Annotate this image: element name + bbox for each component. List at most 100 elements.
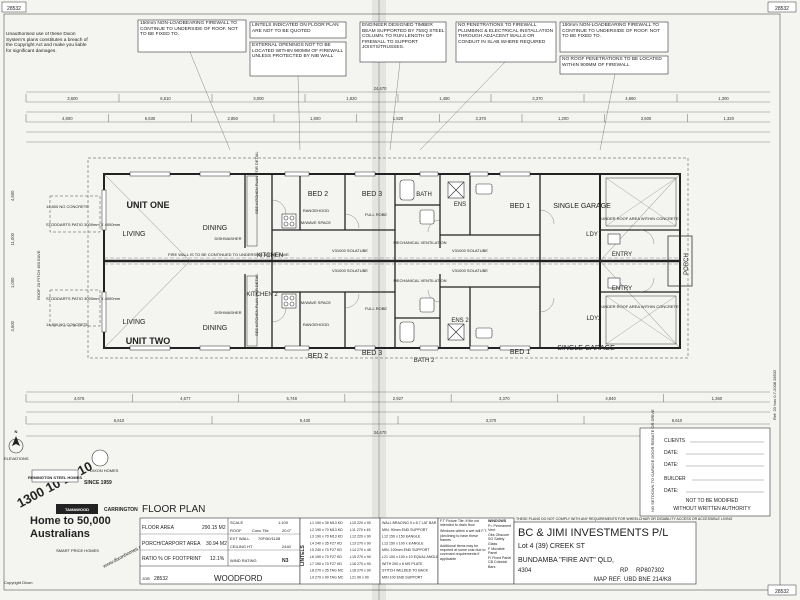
label-living-1: LIVING [123,231,146,238]
lintel-row: L16 270 x 90 [350,562,371,566]
note-beam: ENGINEER DESIGNED TIMBER BEAM SUPPORTED … [362,23,445,50]
label-living-2: LIVING [123,319,146,326]
job-tag-top-left [1,1,27,13]
north-arrow-icon [12,436,20,446]
label-kitchen-2: KITCHEN 2 [246,292,278,298]
top-dimension-detail: 1,820 [393,116,404,121]
patio-bottom [49,289,101,327]
wall-note-row: WALL BRACING 9 x 8.7 LAT BAR [382,521,437,525]
top-dimension: 1,480 [439,96,450,101]
label-bed2-2: BED 2 [308,353,328,360]
label-see-kitchen-2: SEE KITCHEN PLAN FOR DETAIL [254,273,259,336]
title-block: FLOOR PLAN FLOOR AREA 290.15 M2 PORCH/CA… [139,504,733,585]
note-firewall: 150mm NON-LOADBEARING FIREWALL TO CONTIN… [140,21,238,37]
bottom-dimension: 4,677 [180,396,191,401]
ext-wall-value: 70F/50/1108 [258,536,281,541]
wall-note-row: STITCH WELDED TO BACK [382,569,429,573]
lintel-row: L15 270 x 90 [350,555,371,559]
bottom-dimension: 4,676 [74,396,85,401]
label-garage-1: SINGLE GARAGE [553,203,611,210]
label-solatube-4: V31000 SOLATUBE [452,268,488,273]
lintel-row: L8 270 x 35 TAG MC [310,569,344,573]
ext-wall-label: EXT WALL [230,536,250,541]
note-roof: NO ROOF PENETRATIONS TO BE LOCATED WITHI… [562,57,662,68]
job-tag-bottom-right [767,584,797,596]
kitchen-benches [246,175,258,347]
client-company: BC & JIMI INVESTMENTS P/L [518,527,668,539]
patio-top [49,195,101,233]
scale-label: SCALE [230,520,243,525]
label-underroof-1: UNDER ROOF AREA WITHIN CONCRETE [601,216,679,221]
label-ldy2: LDY2 [586,316,602,322]
rp-value: RP807302 [636,568,665,574]
wall-note-row: MIN. 90mm END SUPPORT [382,528,428,532]
lintel-row: L2 190 x 70 M13 KD [310,528,343,532]
windows [101,171,531,351]
carrington-text: CARRINGTON [104,507,138,513]
client-block [513,521,697,585]
label-kitchen-1: KITCHEN [257,253,283,259]
porch-area-label: PORCH/CARPORT AREA [142,541,201,547]
wall-note-row: MIN. 100mm END SUPPORT [382,548,430,552]
label-entry-1: ENTRY [612,252,632,258]
wall-note-row: WITH 200 x 6 MS PLATE [382,562,423,566]
room-labels: UNIT ONE LIVING DINING DISHWASHER KITCHE… [123,151,690,364]
left-note-b: STODDARTS PATIO 3000mm X 4000mm [46,222,121,227]
warning-1: NOT TO BE MODIFIED [686,498,739,504]
window-code-4: F Movable Panel [488,546,505,556]
label-dishwasher-1: DISHWASHER [215,236,242,241]
label-bath-2: BATH 2 [414,358,435,364]
elevation-marker: N ELEVATIONS [4,429,29,461]
window-code-3: SG Safety Glass [488,537,505,546]
fixtures [281,179,621,343]
label-mechvent-1: MECHANICAL VENTILATION [393,240,446,245]
signoff-block: CLIENTS DATE: DATE: BUILDER DATE: NOT TO… [639,369,777,517]
top-dimension-detail: 3,370 [475,116,486,121]
label-solatube-1: V31000 SOLATUBE [332,248,368,253]
note-box-beam [359,21,447,63]
label-mechvent-2: MECHANICAL VENTILATION [393,278,446,283]
label-garage-2: SINGLE GARAGE [557,345,615,352]
job-number-bottom-right: 28532 [775,589,789,595]
clients-label: CLIENTS [664,438,686,444]
ratio-value: 12.1% [210,556,225,562]
top-dimension-detail: 1,800 [310,116,321,121]
copyright-tag: Copyright Dixon [4,580,32,585]
floor-area-label: FLOOR AREA [142,525,175,531]
design-name: WOODFORD [214,574,263,583]
north-label: N [15,429,18,434]
floor-area-value: 290.15 M2 [202,525,226,531]
left-dimension: 1,000 [10,277,15,288]
label-bath-1: BATH [416,192,432,198]
overall-dimension-bottom: 34,470 [374,430,387,435]
remington-text: REMINGTON STEEL HOMES [28,475,82,480]
client-postcode: 4304 [518,568,532,574]
label-bed2-1: BED 2 [308,191,328,198]
leader-lines [189,51,616,151]
label-bed1-2: BED 1 [510,349,530,356]
setdown-note: NO SETDOWN TO GARAGE DOOR REBATE OR DRIV… [650,409,655,512]
lintel-row: L6 190 x 70 F27 KD [310,555,342,559]
ceiling-label: CEILING HT [230,544,253,549]
top-dimension-detail: 1,200 [558,116,569,121]
note-box-firewall [137,19,247,53]
label-unit-two: UNIT TWO [126,336,171,346]
legend-line-2: Windows within a wet will F.T. (declinin… [440,529,487,542]
ratio-label: RATIO % OF FOOTPRINT [142,556,201,562]
label-bed3-2: BED 3 [362,350,382,357]
signoff-box [639,427,771,517]
builder-label: BUILDER [664,476,686,482]
top-dimension-detail: 6,630 [145,116,156,121]
label-ldy: LDY [586,232,598,238]
label-microwave-1: M/WAVE SPACE [301,220,331,225]
bottom-dimension-detail: 6,610 [114,418,125,423]
area-table [139,517,301,585]
lintel-row: L12 220 x 90 [350,535,371,539]
left-notes: 14,800 NO CONCRETE STODDARTS PATIO 3000m… [10,190,121,332]
job-number-top-left: 28532 [7,6,21,12]
lintel-row: L11 270 x 45 [350,528,371,532]
top-dimension: 1,300 [718,96,729,101]
wall-note-row: L21 100 x 100 x 10 EQUAL ANGLE [382,555,439,559]
tamawood-text: TAMAWOOD [65,507,89,512]
